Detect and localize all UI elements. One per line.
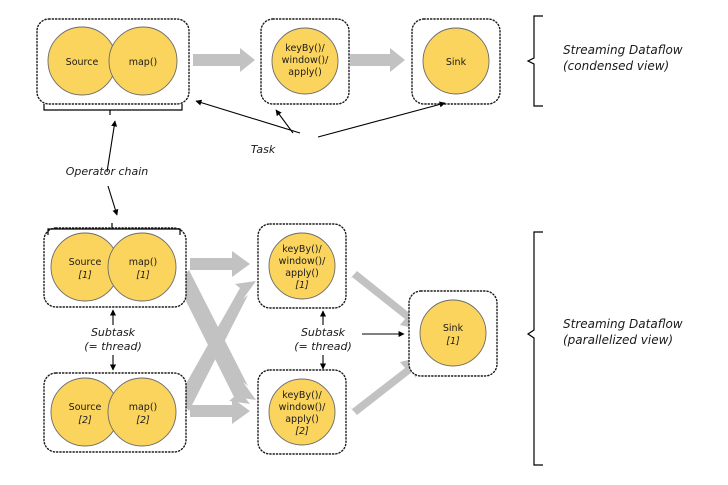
subtask-left-label-line1: Subtask bbox=[91, 326, 136, 339]
parallel-map1-label: map() bbox=[129, 257, 158, 268]
parallel-sink1-label: Sink bbox=[443, 323, 464, 334]
task-arrow-to-sink bbox=[317, 101, 446, 138]
parallel-source2-label: Source bbox=[69, 402, 102, 413]
condensed-keyby-line3: apply() bbox=[288, 67, 322, 78]
parallel-source1-label: Source bbox=[69, 257, 102, 268]
parallel-keyby2-index: [2] bbox=[295, 426, 309, 437]
parallel-keyby2-line1: keyBy()/ bbox=[282, 390, 322, 401]
parallel-keyby2-line3: apply() bbox=[285, 414, 319, 425]
flow-arrow-keyby1-to-sink bbox=[348, 271, 421, 330]
condensed-source-label: Source bbox=[66, 57, 99, 68]
operator-chain-annotation-label: Operator chain bbox=[66, 165, 149, 178]
parallel-keyby1-line1: keyBy()/ bbox=[282, 244, 322, 255]
flow-arrow-chain1-to-keyby1 bbox=[190, 251, 250, 277]
task-arrow-to-keyby bbox=[275, 109, 294, 134]
task-annotation-label: Task bbox=[251, 143, 276, 156]
parallel-keyby1-line2: window()/ bbox=[279, 256, 326, 267]
condensed-map-label: map() bbox=[129, 57, 158, 68]
parallel-keyby2-line2: window()/ bbox=[279, 402, 326, 413]
parallel-keyby1-index: [1] bbox=[295, 280, 309, 291]
parallel-sink1-index: [1] bbox=[446, 336, 460, 347]
condensed-operator-chain-brace bbox=[43, 104, 183, 115]
condensed-sink-box[interactable]: Sink bbox=[411, 18, 501, 105]
flow-arrow-keyby-to-sink bbox=[350, 48, 405, 72]
parallel-map2-index: [2] bbox=[136, 415, 150, 426]
parallel-chain-1-brace bbox=[47, 223, 181, 235]
condensed-keyby-line1: keyBy()/ bbox=[285, 43, 325, 54]
condensed-bracket-label-line1: Streaming Dataflow bbox=[563, 43, 683, 57]
subtask-right-label-line1: Subtask bbox=[301, 326, 346, 339]
flow-arrow-chain2-to-keyby1 bbox=[180, 281, 256, 411]
condensed-section-bracket bbox=[526, 15, 543, 107]
operator-chain-arrow-up bbox=[106, 120, 118, 173]
condensed-bracket-label-line2: (condensed view) bbox=[563, 59, 669, 73]
parallelized-bracket-label-line2: (parallelized view) bbox=[563, 333, 673, 347]
parallel-keyby1-line3: apply() bbox=[285, 268, 319, 279]
condensed-keyby-box[interactable]: keyBy()/ window()/ apply() bbox=[260, 18, 350, 105]
task-arrow-to-chain bbox=[195, 99, 301, 134]
parallel-chain-2-box[interactable]: Source [2] map() [2] bbox=[43, 372, 187, 453]
parallel-map2-label: map() bbox=[129, 402, 158, 413]
flow-arrow-chain-to-keyby bbox=[193, 48, 255, 72]
subtask-left-label-line2: (= thread) bbox=[84, 340, 142, 353]
parallel-chain-1-box[interactable]: Source [1] map() [1] bbox=[43, 227, 187, 308]
parallelized-bracket-label-line1: Streaming Dataflow bbox=[563, 317, 683, 331]
flow-arrow-keyby2-to-sink bbox=[348, 357, 421, 415]
condensed-sink-label: Sink bbox=[446, 57, 467, 68]
parallel-keyby-1-box[interactable]: keyBy()/ window()/ apply() [1] bbox=[257, 223, 347, 309]
condensed-operator-chain-box[interactable]: Source map() bbox=[36, 18, 190, 105]
parallel-sink-1-box[interactable]: Sink [1] bbox=[408, 290, 498, 377]
parallel-map1-index: [1] bbox=[136, 270, 150, 281]
subtask-right-label-line2: (= thread) bbox=[294, 340, 352, 353]
parallel-keyby-2-box[interactable]: keyBy()/ window()/ apply() [2] bbox=[257, 369, 347, 455]
parallel-source2-index: [2] bbox=[78, 415, 92, 426]
flow-arrow-chain2-to-keyby2 bbox=[190, 398, 250, 424]
operator-chain-arrow-down bbox=[107, 185, 119, 216]
parallel-source1-index: [1] bbox=[78, 270, 92, 281]
parallelized-section-bracket bbox=[526, 231, 543, 466]
condensed-keyby-line2: window()/ bbox=[282, 55, 329, 66]
